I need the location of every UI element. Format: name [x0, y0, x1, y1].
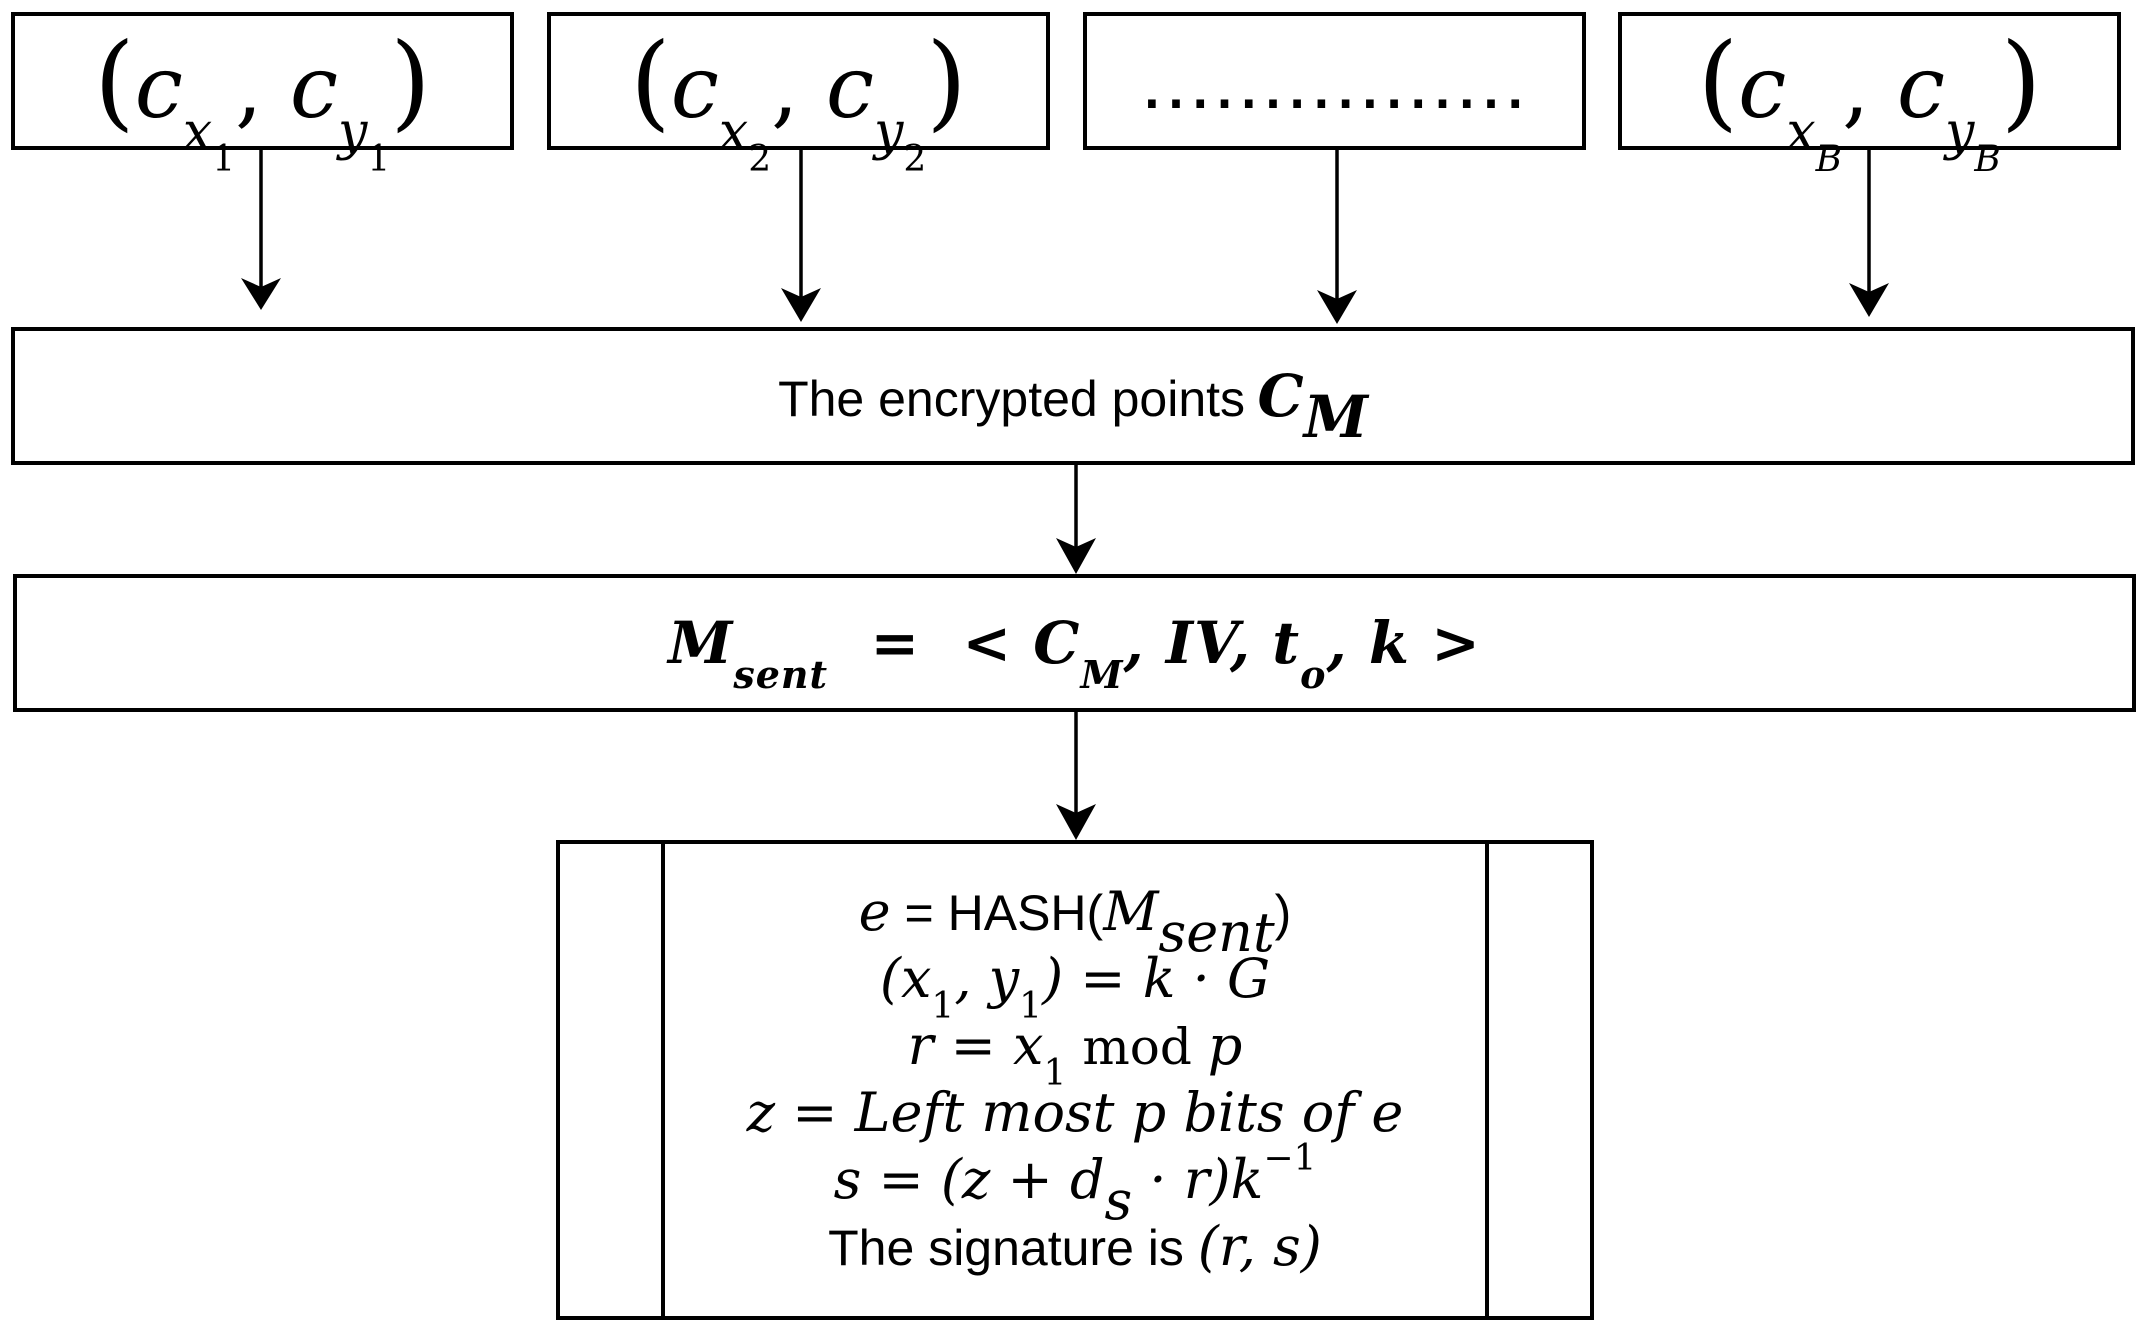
encrypted-points-label: The encrypted points CM	[778, 362, 1368, 451]
signature-process-box: e = HASH(Msent) (x1, y1) = k · G r = x1 …	[556, 840, 1594, 1320]
point-2-formula: (cx2, cy2)	[630, 20, 967, 180]
point-B-formula: (cxB, cyB)	[1697, 20, 2042, 180]
process-left-bar	[661, 844, 665, 1316]
step-signature-result: The signature is (r, s)	[828, 1215, 1322, 1278]
arrowhead-ellipsis	[1317, 290, 1357, 324]
step-point-mult: (x1, y1) = k · G	[879, 947, 1271, 1027]
arrowhead-B	[1849, 283, 1889, 317]
arrowhead-signature	[1056, 804, 1096, 840]
step-hash: e = HASH(Msent)	[858, 880, 1292, 964]
point-box-B: (cxB, cyB)	[1618, 12, 2121, 180]
point-box-2: (cx2, cy2)	[547, 12, 1050, 180]
point-1-formula: (cx1, cy1)	[94, 20, 431, 180]
step-r-mod: r = x1 mod p	[907, 1014, 1243, 1094]
step-s-compute: s = (z + ds · r)k−1	[833, 1138, 1317, 1232]
message-formula: Msent = < CM, IV, to, k >	[668, 609, 1481, 697]
signature-steps: e = HASH(Msent) (x1, y1) = k · G r = x1 …	[747, 879, 1404, 1281]
step-z-bits: z = Left most p bits of e	[746, 1081, 1404, 1144]
process-right-bar	[1485, 844, 1489, 1316]
arrowhead-1	[241, 278, 281, 310]
point-box-ellipsis: ................	[1083, 12, 1586, 150]
encrypted-points-box: The encrypted points CM	[11, 327, 2135, 465]
ellipsis-dots: ................	[1140, 36, 1529, 125]
arrowhead-message	[1056, 538, 1096, 574]
point-box-1: (cx1, cy1)	[11, 12, 514, 180]
message-box: Msent = < CM, IV, to, k >	[13, 574, 2136, 712]
arrowhead-2	[781, 288, 821, 322]
